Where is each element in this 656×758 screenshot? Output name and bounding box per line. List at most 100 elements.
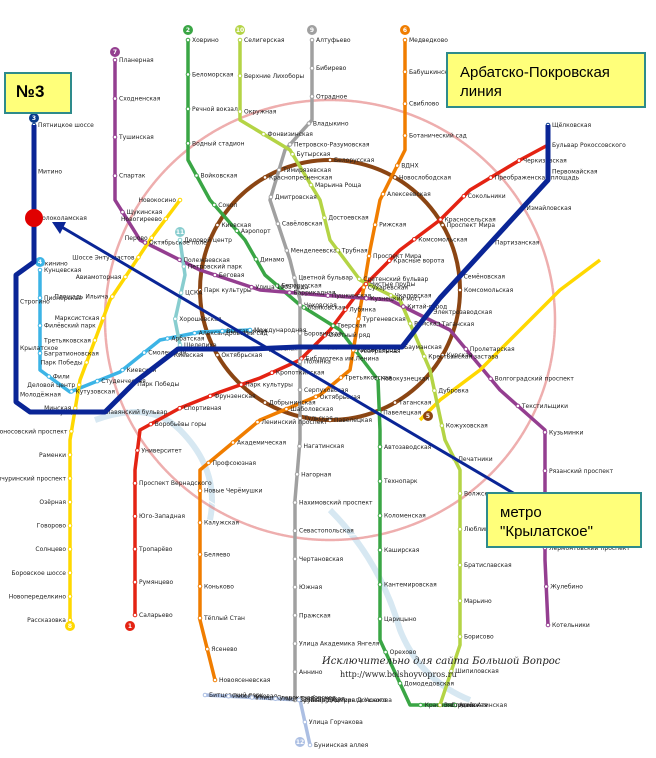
- station-label: Новопеределкино: [9, 593, 67, 600]
- line-number-label: 8: [68, 623, 72, 630]
- station-label: Водный стадион: [192, 140, 245, 147]
- station-label: Сухаревская: [368, 284, 409, 291]
- station-label: Ленинский проспект: [262, 419, 329, 426]
- station-label: Алтуфьево: [316, 37, 351, 44]
- station-dot: [335, 248, 341, 253]
- station-label: Петровский парк: [188, 264, 243, 271]
- station-label: Охотный ряд: [329, 332, 370, 339]
- river: [327, 507, 472, 703]
- station-label: Парк культуры: [245, 382, 293, 389]
- station-label: Тургеневская: [362, 316, 407, 323]
- station-dot: [292, 275, 297, 280]
- station-dot: [206, 460, 211, 466]
- station-label: Курская: [447, 352, 473, 359]
- station-label: Бауманская: [404, 344, 442, 351]
- line-number-label: 6: [403, 27, 407, 34]
- station-label: Бибирево: [316, 65, 347, 72]
- station-dot: [437, 702, 443, 708]
- pointer-arrow-line: [59, 224, 521, 499]
- station-label: Кожуховская: [446, 423, 488, 430]
- station-label: Павелецкая: [383, 409, 421, 416]
- station-label: Аннино: [299, 669, 323, 676]
- station-dot: [247, 327, 253, 333]
- line-number-badge: [110, 47, 120, 57]
- station-dot: [372, 222, 378, 227]
- station-label: Котельники: [552, 622, 590, 629]
- station-label: Чистые пруды: [370, 281, 416, 288]
- station-label: Черкизовская: [523, 158, 567, 165]
- station-dot: [294, 472, 300, 477]
- station-dot: [237, 37, 243, 43]
- station-label: Марьино: [464, 598, 492, 605]
- station-label: Нагатинская: [304, 443, 345, 450]
- station-label: Улица Академика Янгеля: [299, 641, 380, 648]
- station-dot: [165, 336, 170, 341]
- station-label: Кантемировская: [384, 582, 437, 589]
- station-label: Фили: [53, 374, 70, 381]
- station-dot: [141, 350, 147, 355]
- station-label: Отрадное: [316, 93, 347, 100]
- station-label: Спартак: [119, 173, 146, 180]
- station-label: Улица 1905 года: [256, 284, 309, 291]
- station-label: Проспект Вернадского: [139, 480, 212, 487]
- station-label: Калужская: [204, 520, 239, 527]
- station-label: Румянцево: [139, 579, 174, 586]
- mcc-ring-inner: [108, 103, 552, 537]
- station-dot: [67, 570, 73, 576]
- station-dot: [202, 692, 208, 698]
- station-dot: [192, 330, 197, 336]
- station-label: Студенческая: [101, 378, 146, 385]
- line-number-badge: [400, 25, 410, 35]
- station-dot: [149, 235, 154, 241]
- station-label: Марьина Роща: [315, 182, 362, 189]
- station-dot: [194, 173, 199, 178]
- station-dot: [112, 57, 118, 63]
- station-label: Волжская: [464, 490, 496, 497]
- station-dot: [457, 598, 463, 604]
- station-label: Селигерская: [244, 37, 285, 44]
- station-label: Бульвар Рокоссовского: [552, 142, 626, 149]
- station-dot: [177, 342, 183, 348]
- station-dot: [287, 142, 293, 147]
- station-label: Сокол: [218, 202, 237, 209]
- station-label: Жулебино: [550, 584, 583, 591]
- highlight-route: [13, 125, 551, 499]
- station-dot: [309, 37, 315, 43]
- station-dot: [185, 72, 191, 77]
- line-number-badge: [65, 621, 75, 631]
- station-label: Печатники: [458, 456, 492, 463]
- station-dot: [301, 305, 307, 310]
- station-dot: [148, 421, 154, 427]
- station-dot: [297, 387, 303, 393]
- station-dot: [268, 194, 274, 200]
- metro-line6-path: [198, 40, 407, 681]
- station-dot: [488, 376, 493, 382]
- station-label: Юго-Западная: [139, 513, 185, 520]
- station-label: Шелепиха: [184, 342, 217, 349]
- station-label: Лубянка: [349, 307, 376, 314]
- station-label: Бунинская аллея: [314, 742, 369, 749]
- station-label: Полянка: [304, 359, 331, 366]
- station-dot: [261, 131, 266, 137]
- station-label: Белорусская: [334, 157, 375, 164]
- station-dot: [292, 613, 298, 618]
- station-label: Маяковская: [308, 305, 346, 312]
- station-dot: [292, 584, 298, 590]
- station-label: Новокосино: [139, 197, 177, 204]
- station-dot: [402, 133, 408, 138]
- station-dot: [212, 272, 218, 278]
- station-label: Пражская: [299, 612, 331, 619]
- station-dot: [67, 499, 73, 505]
- line-number-badge: [125, 621, 135, 631]
- station-label: Сокольники: [468, 193, 506, 200]
- station-dot: [273, 696, 278, 702]
- station-label: Новокузнецкая: [381, 375, 430, 382]
- station-label: Тушинская: [118, 134, 154, 141]
- station-label: Первомайская: [552, 169, 598, 176]
- station-label: Октябрьская: [221, 352, 262, 359]
- station-dot: [402, 101, 408, 106]
- station-dot: [366, 253, 372, 259]
- station-dot: [338, 375, 344, 380]
